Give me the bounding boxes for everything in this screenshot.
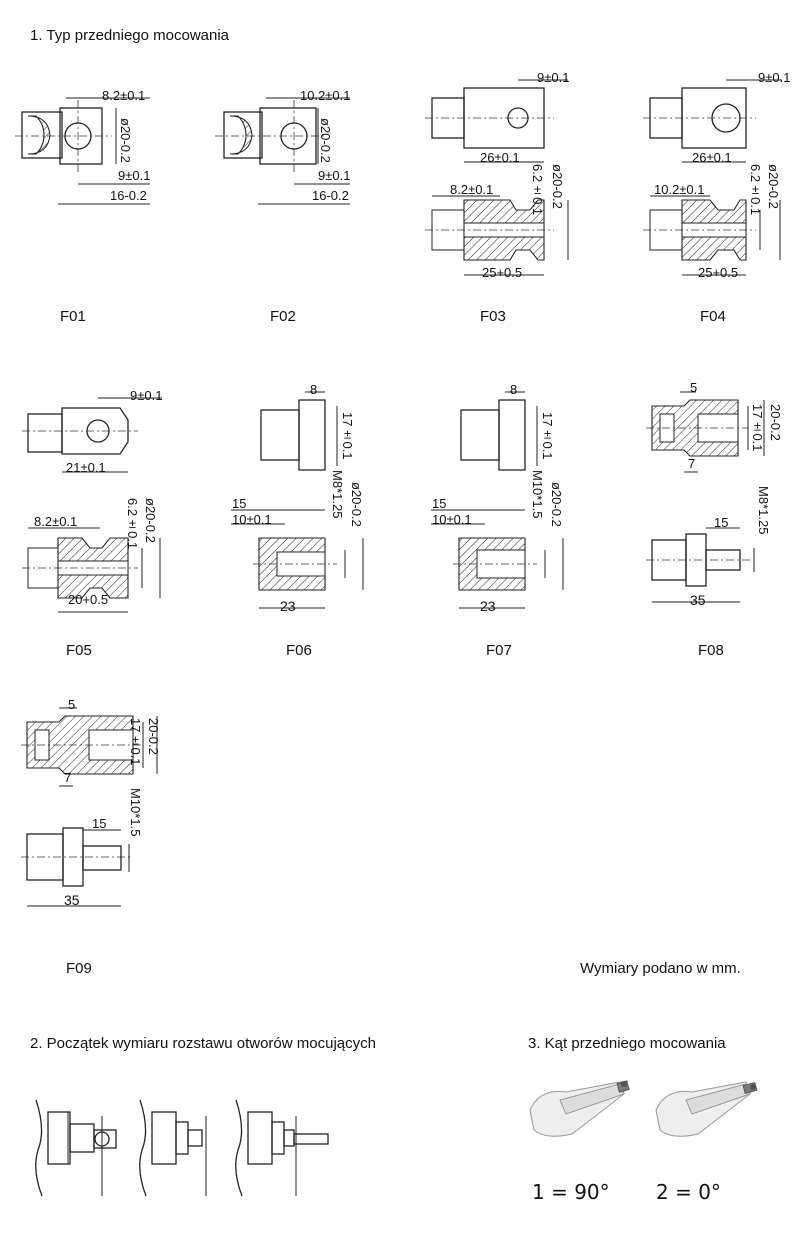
type-code-f04: F04 [700,308,726,325]
section1-title: 1. Typ przedniego mocowania [30,27,230,44]
dim-f09-length: 35 [64,892,80,908]
dim-f05-hole: 9±0.1 [130,388,163,403]
drawing-f01 [15,97,150,205]
dim-f01-hole: 9±0.1 [118,168,151,183]
dim-f09-thread: M10*1.5 [128,788,143,837]
drawing-f09 [21,707,158,907]
dim-f08-height: 17±0.1 [750,404,765,452]
dim-f02-length: 16-0.2 [312,188,349,203]
dim-f03-body: 26±0.1 [480,150,520,165]
type-code-f05: F05 [66,642,92,659]
drawing-f08 [646,391,765,603]
dim-f05-length: 20+0.5 [68,592,109,607]
dim-f07-length: 23 [480,598,496,614]
dim-f03-slot: 6.2±0.1 [530,164,545,216]
dim-f09-height: 17±0.1 [128,718,143,766]
dim-f03-length: 25+0.5 [482,265,523,280]
drawing-f03 [425,79,569,276]
dim-f06-length: 23 [280,598,296,614]
drawing-f05 [22,397,162,613]
dim-f04-slot: 6.2±0.1 [748,164,763,216]
dim-f05-diameter: ø20-0.2 [143,498,158,543]
dim-f06-thread-depth: 15 [232,496,247,511]
dim-f05-body: 21±0.1 [66,460,106,475]
dim-f09-groove: 5 [68,697,76,712]
section2-title: 2. Początek wymiaru rozstawu otworów moc… [30,1035,376,1052]
type-code-f08: F08 [698,642,724,659]
dim-f08-length: 35 [690,592,706,608]
dim-f03-hole: 9±0.1 [537,70,570,85]
dim-f01-length: 16-0.2 [110,188,147,203]
dim-f09-thread-length: 15 [92,816,107,831]
dim-f08-groove: 5 [690,380,698,395]
dim-f08-diameter: 20-0.2 [768,404,783,441]
angle-label-90: 1 = 90° [532,1180,610,1204]
dim-f08-thread: M8*1.25 [756,486,771,535]
dim-f02-diameter: ø20-0.2 [318,118,333,163]
angle-label-0: 2 = 0° [656,1180,721,1204]
dim-f07-bore: 10±0.1 [432,512,472,527]
drawing-f07 [431,391,564,609]
section3-title: 3. Kąt przedniego mocowania [528,1035,726,1052]
dim-f01-offset: 8.2±0.1 [102,88,146,103]
dim-f07-diameter: ø20-0.2 [549,482,564,527]
angle-illustrations [529,1080,758,1137]
drawing-f04 [643,79,782,276]
dim-f07-thread-depth: 15 [432,496,447,511]
type-code-f03: F03 [480,308,506,325]
type-code-f07: F07 [486,642,512,659]
dim-f02-hole: 9±0.1 [318,168,351,183]
dim-f04-body: 26±0.1 [692,150,732,165]
hole-spacing-drawings [35,1099,329,1197]
dim-f06-thread: M8*1.25 [330,470,345,519]
dim-f07-flange: 8 [510,382,518,397]
drawing-f02 [215,97,350,205]
drawing-f06 [231,391,364,609]
dim-f05-offset: 8.2±0.1 [34,514,78,529]
type-code-f02: F02 [270,308,296,325]
dim-f09-diameter: 20-0.2 [146,718,161,755]
dim-f04-hole: 9±0.1 [758,70,791,85]
dim-f04-length: 25+0.5 [698,265,739,280]
dim-f08-shoulder: 7 [688,456,696,471]
dim-f02-offset: 10.2±0.1 [300,88,351,103]
dim-f06-flange: 8 [310,382,318,397]
dim-f04-diameter: ø20-0.2 [766,164,781,209]
type-code-f09: F09 [66,960,92,977]
dim-f03-offset: 8.2±0.1 [450,182,494,197]
dim-f04-offset: 10.2±0.1 [654,182,705,197]
dim-f07-height: 17±0.1 [540,412,555,460]
dim-f01-diameter: ø20-0.2 [118,118,133,163]
dim-f06-height: 17±0.1 [340,412,355,460]
dim-f06-bore: 10±0.1 [232,512,272,527]
dim-f06-diameter: ø20-0.2 [349,482,364,527]
dim-f09-shoulder: 7 [64,770,72,785]
dim-f03-diameter: ø20-0.2 [550,164,565,209]
dim-f05-slot: 6.2±0.1 [125,498,140,550]
dim-f07-thread: M10*1.5 [530,470,545,519]
type-code-f01: F01 [60,308,86,325]
dim-f08-thread-length: 15 [714,515,729,530]
type-code-f06: F06 [286,642,312,659]
units-note: Wymiary podano w mm. [580,960,741,977]
